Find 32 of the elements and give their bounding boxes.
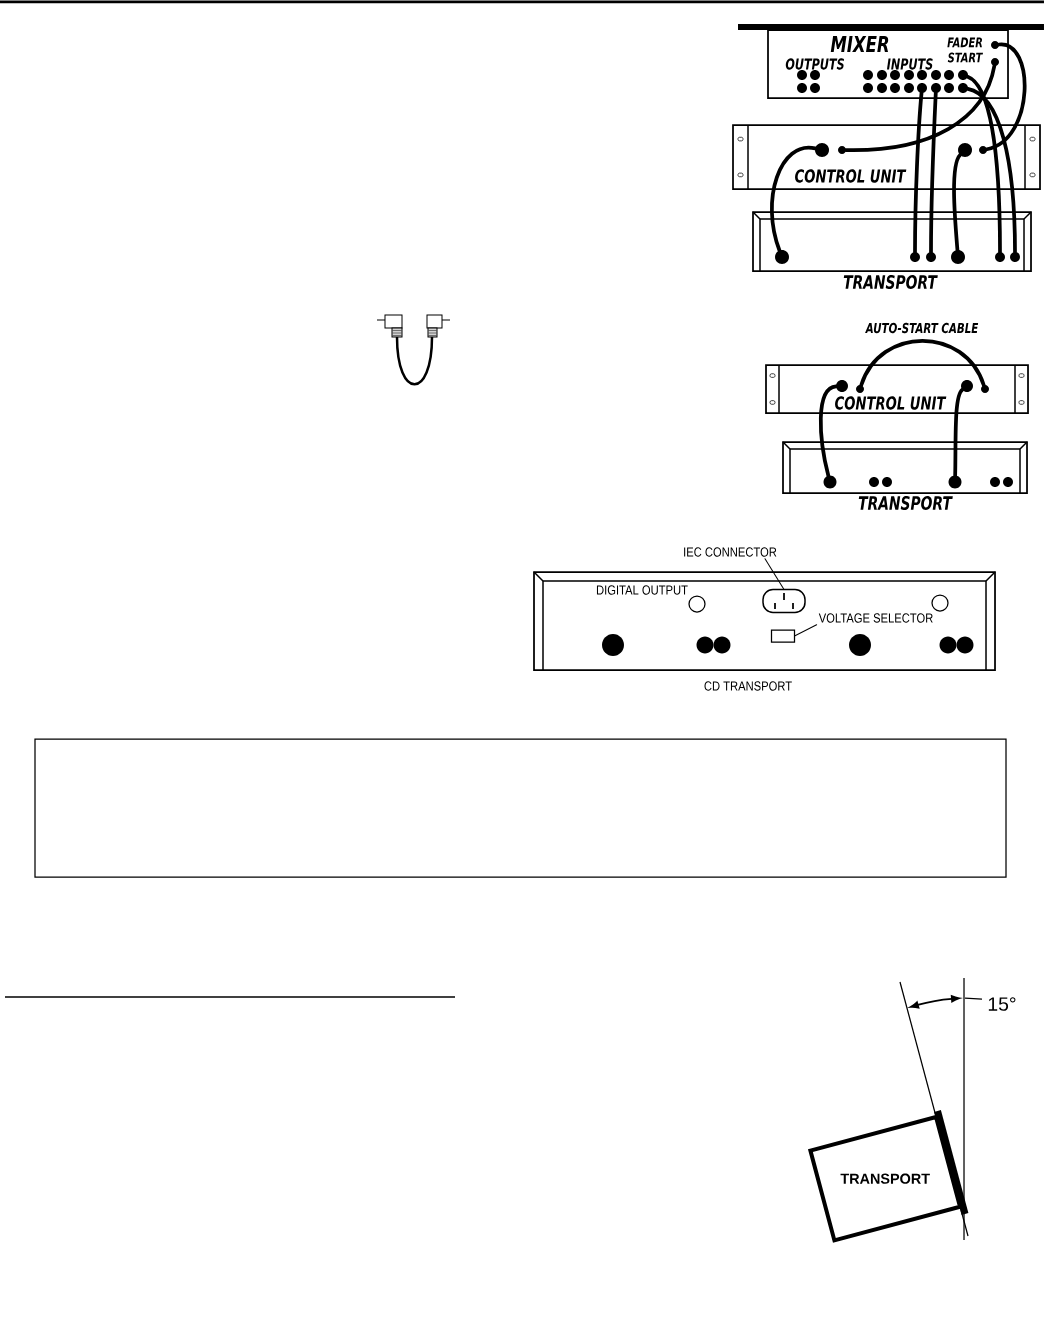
power-socket xyxy=(762,588,806,614)
panel-caption: CD TRANSPORT xyxy=(704,681,792,691)
cable-label: AUTO-START CABLE xyxy=(863,321,981,335)
cable xyxy=(859,338,986,388)
jack-label: INPUTS xyxy=(886,58,933,70)
jack-label: DIGITAL OUTPUT xyxy=(596,585,688,595)
jack-dot xyxy=(815,143,829,157)
cable xyxy=(929,91,938,254)
cable xyxy=(985,42,1027,152)
leader-line xyxy=(764,558,785,590)
jack-dot xyxy=(951,250,965,264)
cable xyxy=(844,64,997,152)
part-label: IEC CONNECTOR xyxy=(684,547,777,557)
cable xyxy=(952,153,962,252)
cable xyxy=(966,87,1017,254)
jack-label: FADER START xyxy=(947,37,983,63)
cable xyxy=(965,74,1002,254)
jack-dot xyxy=(958,143,972,157)
jack-label: OUTPUTS xyxy=(785,58,844,70)
cable xyxy=(770,145,818,253)
cable xyxy=(913,91,924,254)
leader-line xyxy=(794,624,818,637)
selector-switch xyxy=(770,629,796,643)
control-unit-panel: CONTROL UNIT xyxy=(732,124,1041,190)
cable xyxy=(818,384,838,478)
jack-dot xyxy=(775,250,789,264)
control-unit-panel: CONTROL UNIT xyxy=(765,364,1029,414)
angle-label: 15° xyxy=(988,997,1016,1011)
part-label: VOLTAGE SELECTOR xyxy=(818,613,933,623)
cable xyxy=(953,387,965,478)
panel-caption: TRANSPORT xyxy=(843,275,938,289)
panel-caption: TRANSPORT xyxy=(858,496,953,510)
